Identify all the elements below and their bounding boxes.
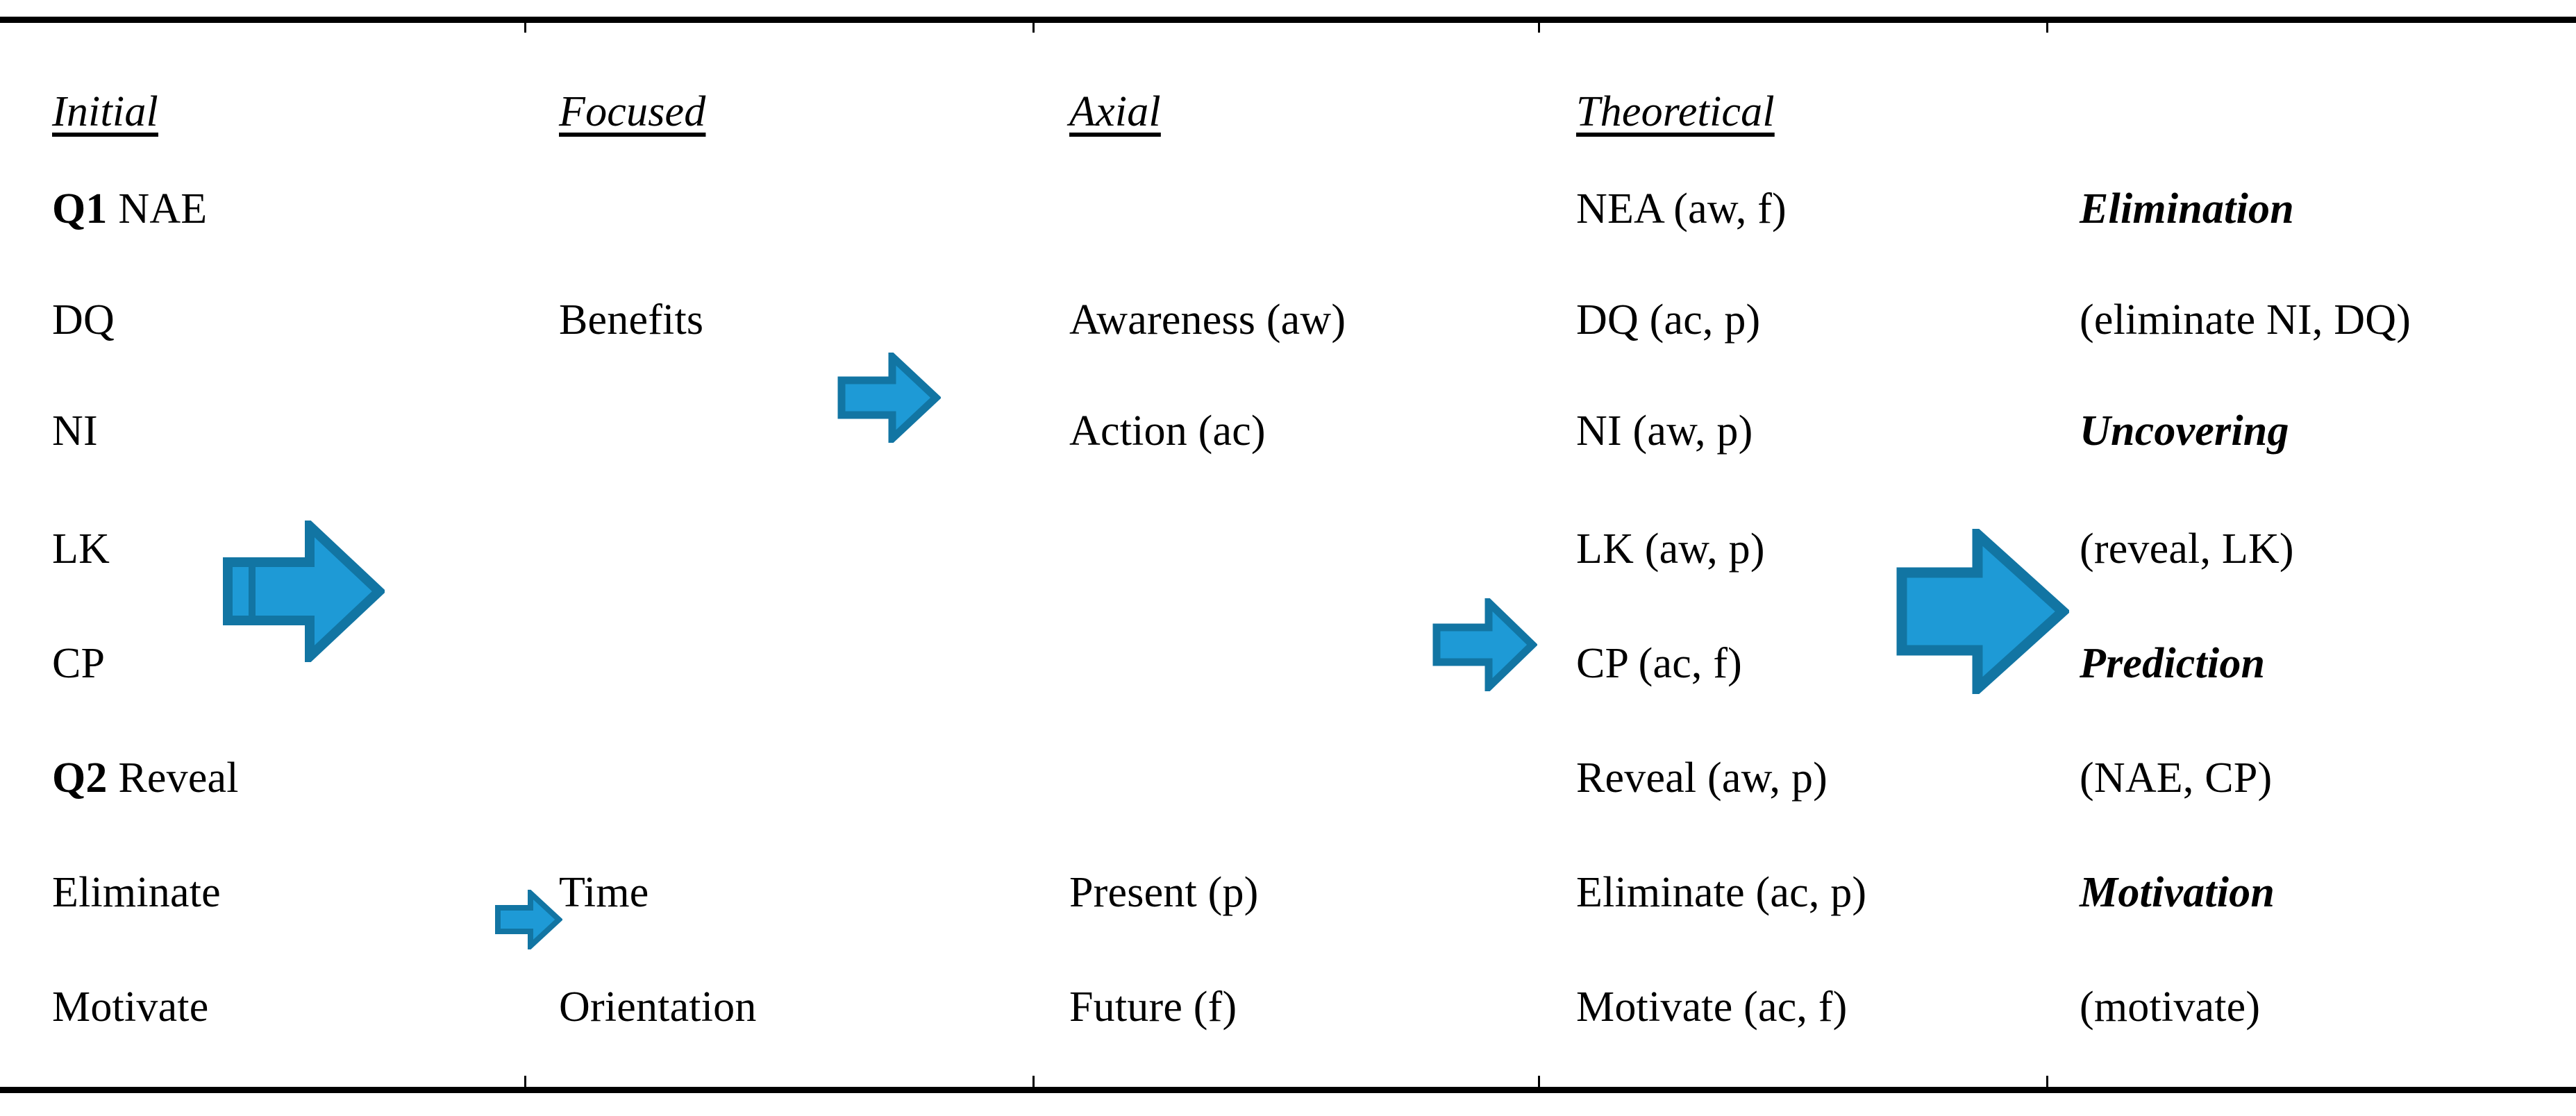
row-6-initial-code: Q2 (52, 754, 108, 802)
column-header-focused: Focused (559, 88, 706, 135)
column-tick-top-2 (1032, 23, 1035, 33)
row-4-initial: LK (52, 525, 110, 573)
column-tick-bottom-1 (524, 1076, 526, 1087)
row-7-outcome: Motivation (2080, 869, 2275, 916)
column-tick-top-4 (2046, 23, 2048, 33)
row-7-axial: Present (p) (1069, 869, 1259, 916)
table-row: Q1 NAE (52, 187, 207, 230)
table-row: Q2 Reveal (52, 756, 239, 800)
row-5-initial: CP (52, 640, 106, 687)
row-8-theoretical: Motivate (ac, f) (1576, 983, 1848, 1031)
column-tick-bottom-2 (1032, 1076, 1035, 1087)
column-tick-bottom-4 (2046, 1076, 2048, 1087)
row-2-axial: Awareness (aw) (1069, 296, 1346, 344)
row-2-initial: DQ (52, 296, 115, 344)
column-tick-top-3 (1538, 23, 1540, 33)
row-7-initial: Eliminate (52, 869, 221, 916)
row-7-theoretical: Eliminate (ac, p) (1576, 869, 1867, 916)
row-7-focused: Time (559, 869, 649, 916)
column-tick-top-1 (524, 23, 526, 33)
column-header-initial: Initial (52, 88, 158, 135)
column-header-theoretical: Theoretical (1576, 88, 1775, 135)
arrow-focused-to-axial-icon (837, 353, 941, 443)
row-3-outcome: Uncovering (2080, 407, 2289, 455)
row-1-initial-code: Q1 (52, 185, 108, 232)
row-2-focused: Benefits (559, 296, 704, 344)
row-3-theoretical: NI (aw, p) (1576, 407, 1753, 455)
row-5-outcome: Prediction (2080, 640, 2266, 687)
table-bottom-border (0, 1087, 2576, 1093)
row-8-initial: Motivate (52, 983, 209, 1031)
row-1-outcome: Elimination (2080, 185, 2294, 232)
row-8-axial: Future (f) (1069, 983, 1237, 1031)
arrow-axial-to-theoretical-icon (1432, 598, 1537, 691)
arrow-theoretical-to-outcome-icon (1896, 529, 2069, 694)
row-2-theoretical: DQ (ac, p) (1576, 296, 1761, 344)
row-6-outcome: (NAE, CP) (2080, 754, 2273, 802)
row-3-initial: NI (52, 407, 98, 455)
row-1-theoretical: NEA (aw, f) (1576, 185, 1787, 232)
table-top-border (0, 17, 2576, 23)
row-8-outcome: (motivate) (2080, 983, 2261, 1031)
row-5-theoretical: CP (ac, f) (1576, 640, 1743, 687)
column-tick-bottom-3 (1538, 1076, 1540, 1087)
row-2-outcome: (eliminate NI, DQ) (2080, 296, 2411, 344)
row-3-axial: Action (ac) (1069, 407, 1266, 455)
row-6-initial-label: Reveal (118, 754, 239, 802)
row-1-initial-label: NAE (118, 185, 208, 232)
column-header-axial: Axial (1069, 88, 1161, 135)
arrow-focused-time-to-axial-icon (494, 890, 562, 949)
row-8-focused: Orientation (559, 983, 757, 1031)
row-4-outcome: (reveal, LK) (2080, 525, 2294, 573)
row-6-theoretical: Reveal (aw, p) (1576, 754, 1828, 802)
arrow-initial-to-focused-icon (221, 521, 385, 662)
row-4-theoretical: LK (aw, p) (1576, 525, 1765, 573)
